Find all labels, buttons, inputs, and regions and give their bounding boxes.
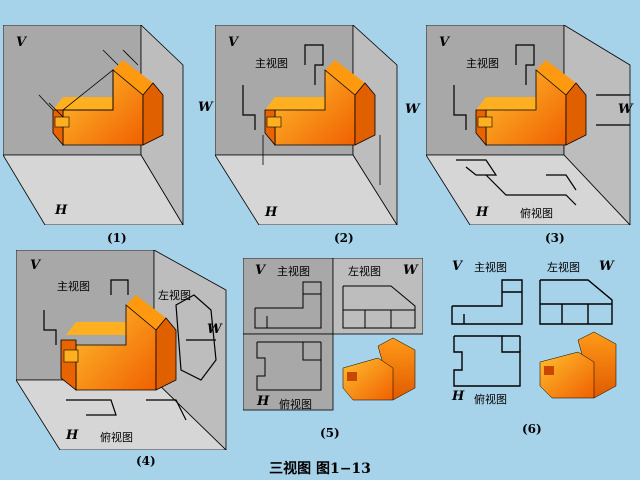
front-view-outline [242,44,324,130]
panel-1 [3,25,184,225]
plane-w-label: W [198,100,213,115]
top-view-label: 俯视图 [520,207,553,220]
plane-h-label: H [452,389,465,404]
top-view-drawing [453,335,521,387]
plane-h-label: H [257,394,270,409]
top-view-outline [456,159,577,206]
side-view-outline [175,294,217,381]
front-view-label: 主视图 [57,280,90,293]
top-view-label: 俯视图 [100,431,133,444]
solid-model [60,295,177,391]
front-view-outline [453,44,535,130]
plane-h-label: H [66,428,79,443]
caption-5: (5) [320,426,340,440]
solid-model [475,60,587,147]
panel-6 [451,279,617,399]
front-view-drawing [451,279,523,325]
top-view-label: 俯视图 [279,398,312,411]
left-view-label: 左视图 [547,261,580,274]
front-view-label: 主视图 [277,265,310,278]
panel-3 [426,25,631,225]
plane-v-label: V [255,263,266,278]
side-view-drawing [539,279,613,325]
front-view-outline [43,279,129,345]
side-view-outline [596,94,630,126]
plane-v-label: V [30,258,41,273]
figure-caption: 三视图 图1−13 [269,461,371,477]
plane-v-label: V [228,35,239,50]
plane-h-label: H [55,203,68,218]
caption-2: (2) [334,231,354,245]
caption-1: (1) [107,231,127,245]
plane-w-label: W [403,263,418,278]
side-view-drawing [342,285,416,329]
plane-w-label: W [207,322,222,337]
solid-model [52,60,164,147]
panel-2 [215,25,398,225]
plane-h-label: H [265,205,278,220]
caption-6: (6) [522,422,542,436]
plane-w-label: W [618,102,633,117]
front-view-label: 主视图 [474,261,507,274]
top-view-label: 俯视图 [474,393,507,406]
plane-h-label: H [476,205,489,220]
plane-w-label: W [599,259,614,274]
plane-v-label: V [439,35,450,50]
solid-model-small [342,337,416,401]
plane-w-label: W [405,102,420,117]
panel-5 [243,258,423,411]
plane-v-label: V [452,259,463,274]
left-view-label: 左视图 [348,265,381,278]
caption-4: (4) [136,454,156,468]
top-view-drawing [256,341,322,391]
solid-model-small [539,331,617,399]
solid-model [264,60,376,147]
caption-3: (3) [545,231,565,245]
panel-4 [16,250,227,450]
front-view-label: 主视图 [255,57,288,70]
front-view-drawing [254,281,322,329]
front-view-label: 主视图 [466,57,499,70]
top-view-outline [66,399,187,421]
plane-v-label: V [16,35,27,50]
left-view-label: 左视图 [158,289,191,302]
